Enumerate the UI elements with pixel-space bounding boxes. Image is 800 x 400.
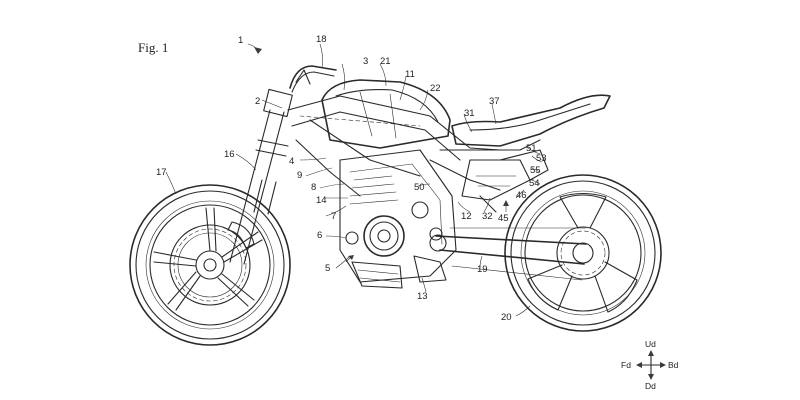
fuel-tank: [321, 79, 451, 149]
ref-label-53: 53: [536, 153, 547, 164]
ref-label-19: 19: [477, 264, 488, 275]
ref-label-6: 6: [317, 230, 323, 241]
ref-label-11: 11: [405, 69, 415, 80]
rear-wheel: [504, 174, 662, 332]
direction-indicator: [636, 350, 666, 380]
direction-back-label: Bd: [668, 360, 679, 370]
direction-down-label: Dd: [645, 381, 656, 391]
ref-label-20: 20: [501, 312, 512, 323]
ref-label-31: 31: [464, 108, 475, 119]
figure-title: Fig. 1: [138, 40, 169, 55]
ref-label-45: 45: [498, 213, 509, 224]
ref-label-13: 13: [417, 291, 428, 302]
ref-label-37: 37: [489, 96, 500, 107]
ref-label-32: 32: [482, 211, 493, 222]
front-fork: [229, 88, 293, 265]
ref-label-12: 12: [461, 211, 472, 222]
swingarm: [413, 227, 587, 283]
direction-up-label: Ud: [645, 339, 656, 349]
ref-label-16: 16: [224, 149, 235, 160]
ref-label-4: 4: [289, 156, 295, 167]
ref-label-1: 1: [238, 35, 244, 46]
ref-label-5: 5: [325, 263, 331, 274]
ref-label-46: 46: [516, 190, 527, 201]
ref-label-22: 22: [430, 83, 441, 94]
direction-front-label: Fd: [621, 360, 631, 370]
ref-label-54: 54: [529, 178, 540, 189]
ref-label-21: 21: [380, 56, 391, 67]
front-wheel: [129, 184, 291, 346]
ref-label-8: 8: [311, 182, 317, 193]
leader-lines: [165, 43, 543, 317]
ref-label-55: 55: [530, 165, 541, 176]
ref-label-14: 14: [316, 195, 327, 206]
ref-label-7: 7: [331, 211, 337, 222]
handlebar: [289, 65, 337, 93]
ref-label-51: 51: [526, 143, 537, 154]
engine: [339, 149, 457, 289]
ref-label-2: 2: [255, 96, 261, 107]
seat: [451, 94, 611, 147]
ref-label-50: 50: [414, 182, 425, 193]
ref-label-3: 3: [363, 56, 369, 67]
ref-label-17: 17: [156, 167, 167, 178]
ref-label-18: 18: [316, 34, 327, 45]
ref-label-9: 9: [297, 170, 303, 181]
